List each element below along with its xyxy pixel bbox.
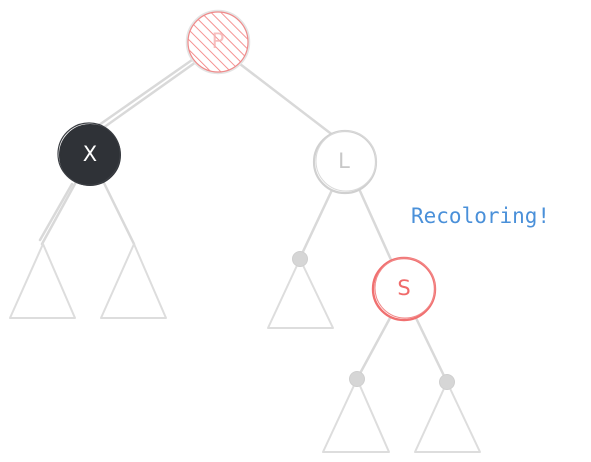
nil-node-l-left <box>292 251 308 267</box>
edge-p-x-sketch <box>97 58 194 127</box>
nil-node-s-right <box>439 374 455 390</box>
node-p-label: P <box>212 29 225 53</box>
edge-l-nil <box>298 188 334 260</box>
subtree-l-left <box>267 258 334 329</box>
edge-x-right-subtree <box>102 181 136 246</box>
edge-s-right-nil <box>414 316 449 384</box>
node-p: P <box>185 9 251 75</box>
nil-node-s-left <box>349 371 365 387</box>
edge-x-left-subtree-sketch <box>38 182 74 242</box>
edge-p-l <box>238 62 336 138</box>
node-l-label: L <box>338 149 350 173</box>
subtree-s-left <box>322 378 390 453</box>
edge-x-left-subtree <box>40 180 78 246</box>
node-x-label: X <box>83 142 97 166</box>
node-s: S <box>371 256 437 322</box>
recoloring-annotation: Recoloring! <box>411 204 550 228</box>
subtree-s-right <box>414 381 481 453</box>
subtree-x-left <box>9 243 76 319</box>
node-x: X <box>57 122 121 186</box>
node-l: L <box>312 129 378 195</box>
edge-s-left-nil <box>355 316 392 381</box>
edge-p-x <box>101 60 198 130</box>
node-s-label: S <box>397 276 410 300</box>
subtree-x-right <box>100 243 167 319</box>
edge-l-s <box>358 189 394 264</box>
